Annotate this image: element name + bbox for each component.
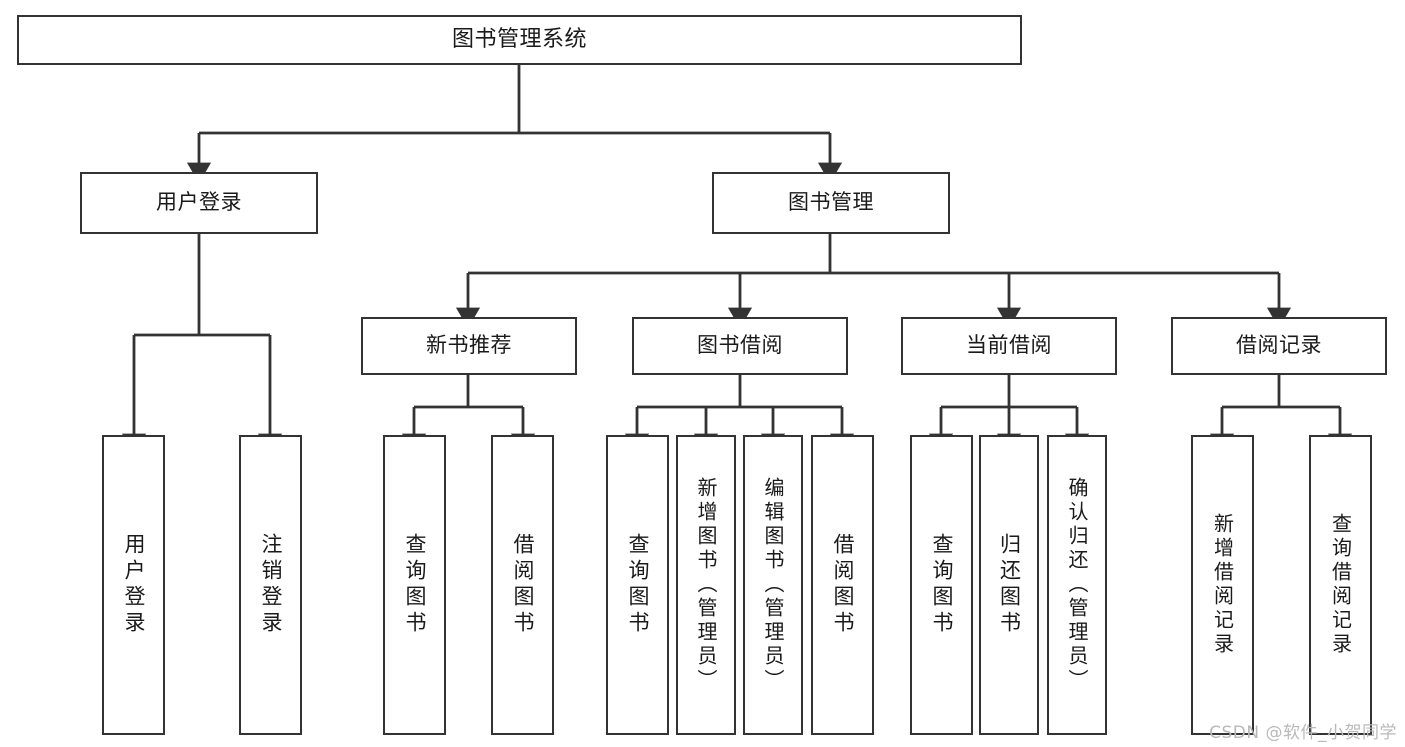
node-book-borrow-label: 图书借阅 [697,333,783,358]
leaf-add-borrow-record-label: 新增借阅记录 [1210,513,1235,657]
leaf-query-book-1[interactable]: 查询图书 [383,435,446,735]
leaf-logout-login[interactable]: 注销登录 [239,435,302,735]
leaf-query-borrow-record[interactable]: 查询借阅记录 [1309,435,1372,735]
leaf-user-login-label: 用户登录 [122,533,146,637]
node-borrow-record-label: 借阅记录 [1236,333,1322,358]
node-root[interactable]: 图书管理系统 [17,15,1022,65]
node-user-login[interactable]: 用户登录 [80,172,318,234]
leaf-user-login[interactable]: 用户登录 [102,435,165,735]
node-book-borrow[interactable]: 图书借阅 [632,317,848,375]
csdn-watermark: CSDN @软件_小贺同学 [1209,723,1397,743]
leaf-add-borrow-record[interactable]: 新增借阅记录 [1191,435,1254,735]
leaf-query-book-2-label: 查询图书 [626,533,650,637]
node-root-label: 图书管理系统 [451,26,587,52]
node-current-borrow[interactable]: 当前借阅 [901,317,1117,375]
leaf-edit-book-admin-label: 编辑图书（管理员） [761,477,785,693]
node-book-manage-label: 图书管理 [788,190,874,215]
leaf-add-book-admin-label: 新增图书（管理员） [694,477,718,693]
leaf-query-book-3-label: 查询图书 [930,533,954,637]
leaf-borrow-book-2[interactable]: 借阅图书 [811,435,874,735]
node-book-manage[interactable]: 图书管理 [712,172,950,234]
leaf-add-book-admin[interactable]: 新增图书（管理员） [676,435,736,735]
leaf-borrow-book-1[interactable]: 借阅图书 [491,435,554,735]
leaf-query-borrow-record-label: 查询借阅记录 [1328,513,1353,657]
leaf-return-book[interactable]: 归还图书 [979,435,1039,735]
leaf-edit-book-admin[interactable]: 编辑图书（管理员） [743,435,803,735]
leaf-confirm-return-admin[interactable]: 确认归还（管理员） [1047,435,1107,735]
node-current-borrow-label: 当前借阅 [966,333,1052,358]
node-borrow-record[interactable]: 借阅记录 [1171,317,1387,375]
leaf-query-book-3[interactable]: 查询图书 [910,435,973,735]
leaf-query-book-1-label: 查询图书 [403,533,427,637]
leaf-logout-login-label: 注销登录 [259,533,283,637]
node-new-book-rec[interactable]: 新书推荐 [361,317,577,375]
leaf-borrow-book-2-label: 借阅图书 [831,533,855,637]
leaf-return-book-label: 归还图书 [997,533,1022,637]
leaf-borrow-book-1-label: 借阅图书 [511,533,535,637]
node-new-book-rec-label: 新书推荐 [426,333,512,358]
node-user-login-label: 用户登录 [156,190,242,215]
leaf-query-book-2[interactable]: 查询图书 [606,435,669,735]
leaf-confirm-return-admin-label: 确认归还（管理员） [1065,477,1089,693]
